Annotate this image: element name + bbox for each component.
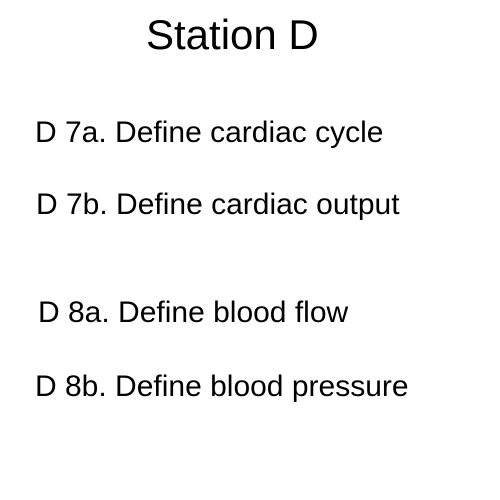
question-d8a: D 8a. Define blood flow — [38, 296, 349, 329]
question-d7b: D 7b. Define cardiac output — [36, 188, 400, 221]
question-d7a: D 7a. Define cardiac cycle — [35, 116, 384, 149]
page-title: Station D — [146, 11, 319, 58]
question-d8b: D 8b. Define blood pressure — [35, 370, 409, 403]
